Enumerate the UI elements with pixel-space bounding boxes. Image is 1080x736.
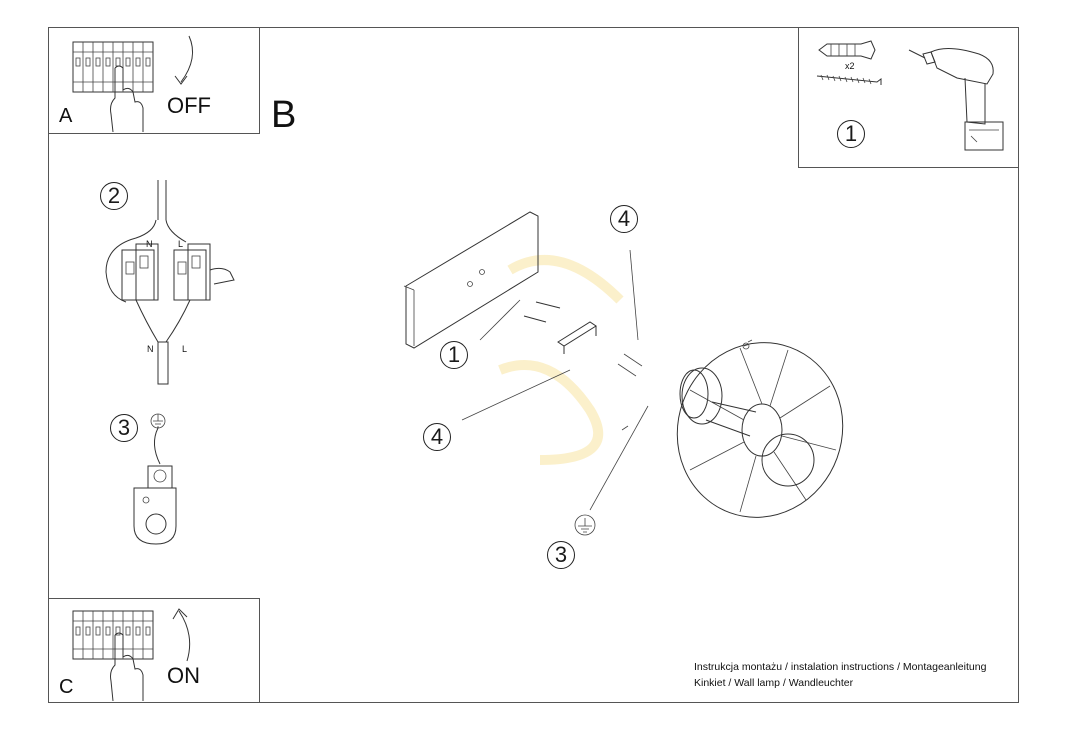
diagram-frame xyxy=(48,27,1019,703)
drill-icon xyxy=(908,48,1004,151)
live-label-top: L xyxy=(178,239,184,249)
wiring-terminal-diagram xyxy=(105,180,235,385)
earth-ground-icon xyxy=(574,514,596,536)
panel-a-power-off: A OFF xyxy=(48,27,260,134)
ground-step-number: 3 xyxy=(110,414,138,442)
panel-c-power-on: C ON xyxy=(48,598,260,703)
breaker-box-icon xyxy=(72,608,191,702)
screw-icon xyxy=(816,74,882,85)
panel-c-letter: C xyxy=(59,676,74,698)
neutral-label-top: N xyxy=(146,239,153,249)
ground-terminal-diagram xyxy=(133,413,177,545)
assembly-callout-plate: 1 xyxy=(440,341,468,369)
panel-a-letter: A xyxy=(59,105,73,127)
neutral-label-bottom: N xyxy=(147,344,154,354)
assembly-callout-left: 4 xyxy=(423,423,451,451)
on-label: ON xyxy=(167,663,200,688)
panel-b-letter: B xyxy=(271,94,297,136)
live-label-bottom: L xyxy=(182,344,188,354)
wall-lamp-assembly-diagram xyxy=(403,211,844,518)
wiring-step-number: 2 xyxy=(100,182,128,210)
breaker-box-icon xyxy=(72,35,194,133)
tools-panel: x2 1 xyxy=(798,27,1019,168)
assembly-callout-top: 4 xyxy=(610,205,638,233)
quantity-label: x2 xyxy=(845,61,855,71)
off-label: OFF xyxy=(167,93,211,118)
tools-step-number: 1 xyxy=(837,120,865,148)
caption-line-2: Kinkiet / Wall lamp / Wandleuchter xyxy=(694,677,854,689)
caption-line-1: Instrukcja montażu / instalation instruc… xyxy=(694,661,987,673)
wall-plug-icon xyxy=(818,40,876,60)
assembly-callout-ground: 3 xyxy=(547,541,575,569)
